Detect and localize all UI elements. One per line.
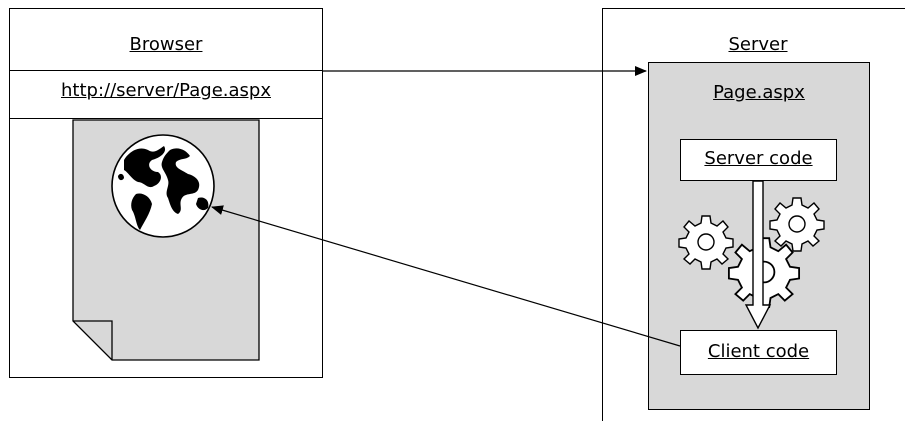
processing-arrow bbox=[744, 180, 772, 330]
response-arrow bbox=[211, 205, 681, 347]
gear-icon bbox=[678, 197, 825, 309]
browser-url: http://server/Page.aspx bbox=[61, 80, 271, 101]
server-page-title: Page.aspx bbox=[713, 82, 805, 103]
server-code-box bbox=[680, 139, 837, 181]
client-code-label: Client code bbox=[707, 341, 810, 362]
url-bar-bottom-divider bbox=[9, 118, 323, 119]
client-code-box bbox=[680, 330, 837, 375]
server-title: Server bbox=[728, 34, 788, 55]
globe-icon bbox=[111, 134, 215, 238]
url-bar-top-divider bbox=[9, 70, 323, 71]
browser-title: Browser bbox=[129, 34, 203, 55]
server-code-label: Server code bbox=[704, 148, 813, 169]
server-region bbox=[602, 8, 905, 421]
